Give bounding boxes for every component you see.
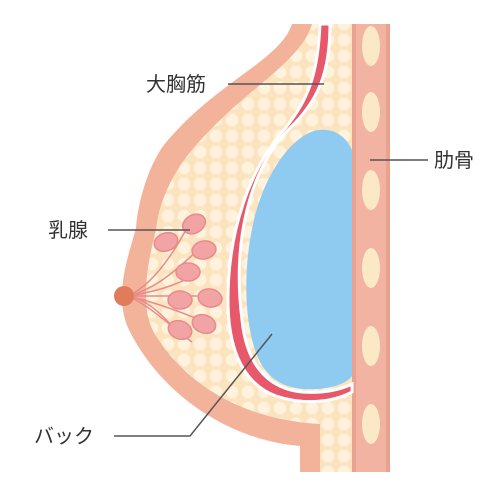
label-ribs: 肋骨 — [434, 148, 474, 172]
label-pectoralis-major: 大胸筋 — [146, 72, 206, 96]
ribs — [362, 26, 380, 444]
implant — [246, 129, 352, 390]
leader-lines — [108, 83, 428, 437]
label-mammary-gland: 乳腺 — [48, 218, 88, 242]
pectoralis-major-muscle — [226, 22, 354, 404]
label-back: バック — [34, 424, 94, 448]
nipple — [114, 286, 134, 306]
mammary-gland — [127, 213, 223, 343]
